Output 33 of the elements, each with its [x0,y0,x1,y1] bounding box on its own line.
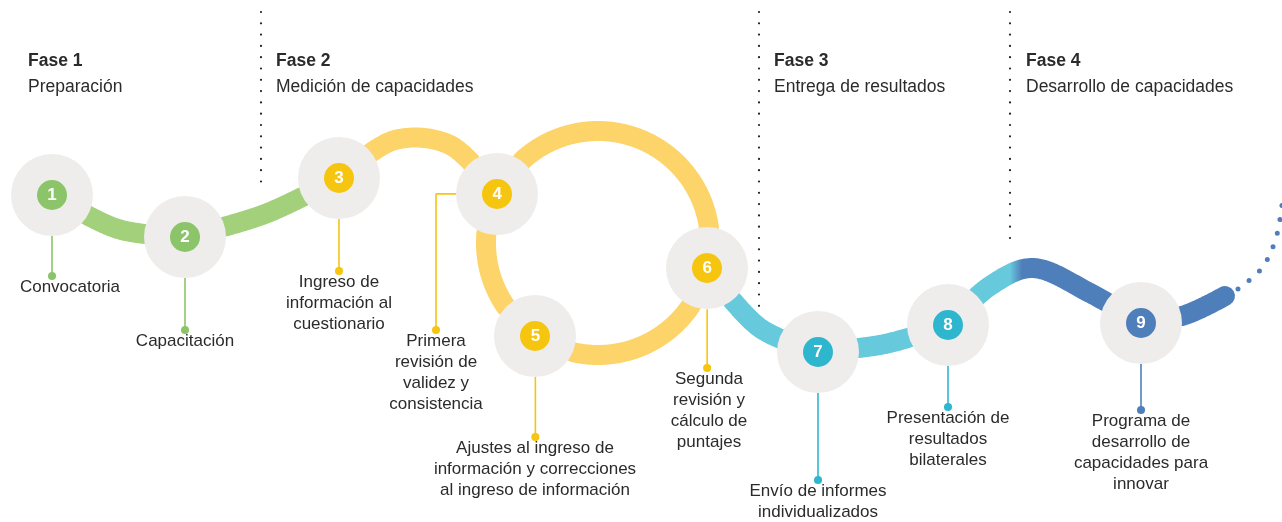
step-number: 5 [520,320,551,351]
phase-name: Medición de capacidades [276,75,474,97]
leader-line [431,193,458,335]
leader-line [180,277,190,335]
phase-name: Desarrollo de capacidades [1026,75,1234,97]
step-label: Capacitación [122,330,248,351]
step-number: 9 [1126,308,1156,338]
step-label: Programa de desarrollo de capacidades para innovar [1071,410,1211,494]
phase-name: Entrega de resultados [774,75,946,97]
phase-title: Fase 3 [774,49,829,71]
step-label: Ajustes al ingreso de información y correcciones al ingreso de información [425,437,645,500]
step-label: Convocatoria [6,276,134,297]
leader-line [1136,363,1146,415]
phase-title: Fase 1 [28,49,83,71]
phase-title: Fase 4 [1026,49,1081,71]
step-number: 3 [324,163,354,193]
step-number: 4 [482,178,513,209]
phase-title: Fase 2 [276,49,331,71]
step-label: Segunda revisión y cálculo de puntajes [657,368,761,452]
leader-line [47,235,57,281]
leader-line [334,218,344,276]
leader-line [703,308,712,373]
step-number: 7 [803,337,833,367]
leader-line [813,392,823,485]
step-number: 1 [37,180,67,210]
leader-line [943,365,953,412]
phase-name: Preparación [28,75,123,97]
step-number: 2 [170,222,200,252]
leader-line [531,376,540,442]
step-label: Envío de informes individualizados [728,480,908,522]
step-number: 8 [933,310,963,340]
step-label: Presentación de resultados bilaterales [878,407,1018,470]
step-number: 6 [692,253,723,284]
